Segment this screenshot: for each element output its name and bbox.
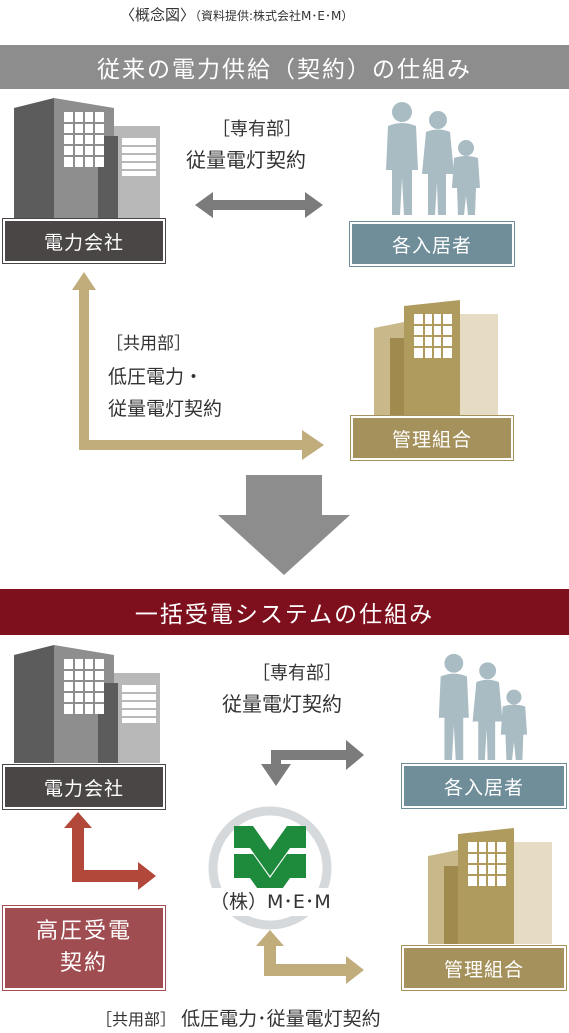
management-label-bottom: 管理組合 bbox=[443, 958, 524, 981]
power-company-box-bottom: 電力会社 bbox=[2, 764, 166, 810]
down-arrow-icon bbox=[218, 475, 350, 575]
power-company-label-bottom: 電力会社 bbox=[43, 777, 124, 800]
common-contract-bottom: ［共用部］ 低圧電力･従量電灯契約 bbox=[96, 1005, 381, 1033]
private-part-label-top: ［専有部］ bbox=[212, 119, 302, 140]
common-part-label-top: ［共用部］ bbox=[106, 334, 191, 354]
caption-main: 〈概念図〉 bbox=[120, 6, 196, 24]
common-contract-line1-top: 低圧電力・ bbox=[108, 366, 204, 388]
bulk-title: 一括受電システムの仕組み bbox=[0, 589, 569, 635]
hv-contract-line1: 高圧受電 bbox=[35, 919, 132, 944]
caption: 〈概念図〉（資料提供:株式会社M･E･M） bbox=[120, 4, 353, 25]
management-box-top: 管理組合 bbox=[350, 415, 514, 461]
office-building-icon-bottom bbox=[14, 645, 160, 763]
private-contract-label-top: 従量電灯契約 bbox=[186, 148, 306, 172]
traditional-title: 従来の電力供給（契約）の仕組み bbox=[0, 45, 569, 89]
hv-contract-box: 高圧受電 契約 bbox=[2, 905, 166, 991]
residents-label-bottom: 各入居者 bbox=[443, 776, 524, 799]
management-label: 管理組合 bbox=[391, 428, 472, 451]
apartment-building-icon bbox=[374, 300, 498, 416]
hv-arrow bbox=[64, 812, 156, 890]
management-box-bottom: 管理組合 bbox=[401, 945, 567, 991]
family-icon-bottom bbox=[438, 653, 528, 760]
private-contract-label-bottom: 従量電灯契約 bbox=[222, 692, 342, 716]
common-arrow-bottom bbox=[256, 930, 364, 984]
power-company-box-top: 電力会社 bbox=[2, 218, 166, 264]
residents-label: 各入居者 bbox=[391, 234, 472, 257]
common-contract-label-bottom: 低圧電力･従量電灯契約 bbox=[181, 1008, 381, 1030]
residents-box-bottom: 各入居者 bbox=[401, 763, 567, 809]
common-part-label-bottom: ［共用部］ bbox=[96, 1010, 177, 1029]
double-arrow-icon bbox=[195, 192, 323, 218]
common-contract-line2-top: 従量電灯契約 bbox=[108, 398, 223, 420]
family-icon bbox=[386, 102, 480, 215]
residents-box-top: 各入居者 bbox=[349, 221, 515, 267]
private-part-label-bottom: ［専有部］ bbox=[252, 663, 342, 684]
private-arrow-bottom bbox=[261, 740, 364, 786]
power-company-label: 電力会社 bbox=[43, 231, 124, 254]
caption-source: （資料提供:株式会社M･E･M） bbox=[195, 9, 354, 23]
office-building-icon bbox=[14, 98, 160, 220]
mem-name: （株）M･E･M bbox=[210, 888, 331, 916]
apartment-building-icon-bottom bbox=[428, 828, 552, 944]
hv-contract-line2: 契約 bbox=[59, 951, 108, 976]
common-arrow-top bbox=[72, 272, 324, 460]
